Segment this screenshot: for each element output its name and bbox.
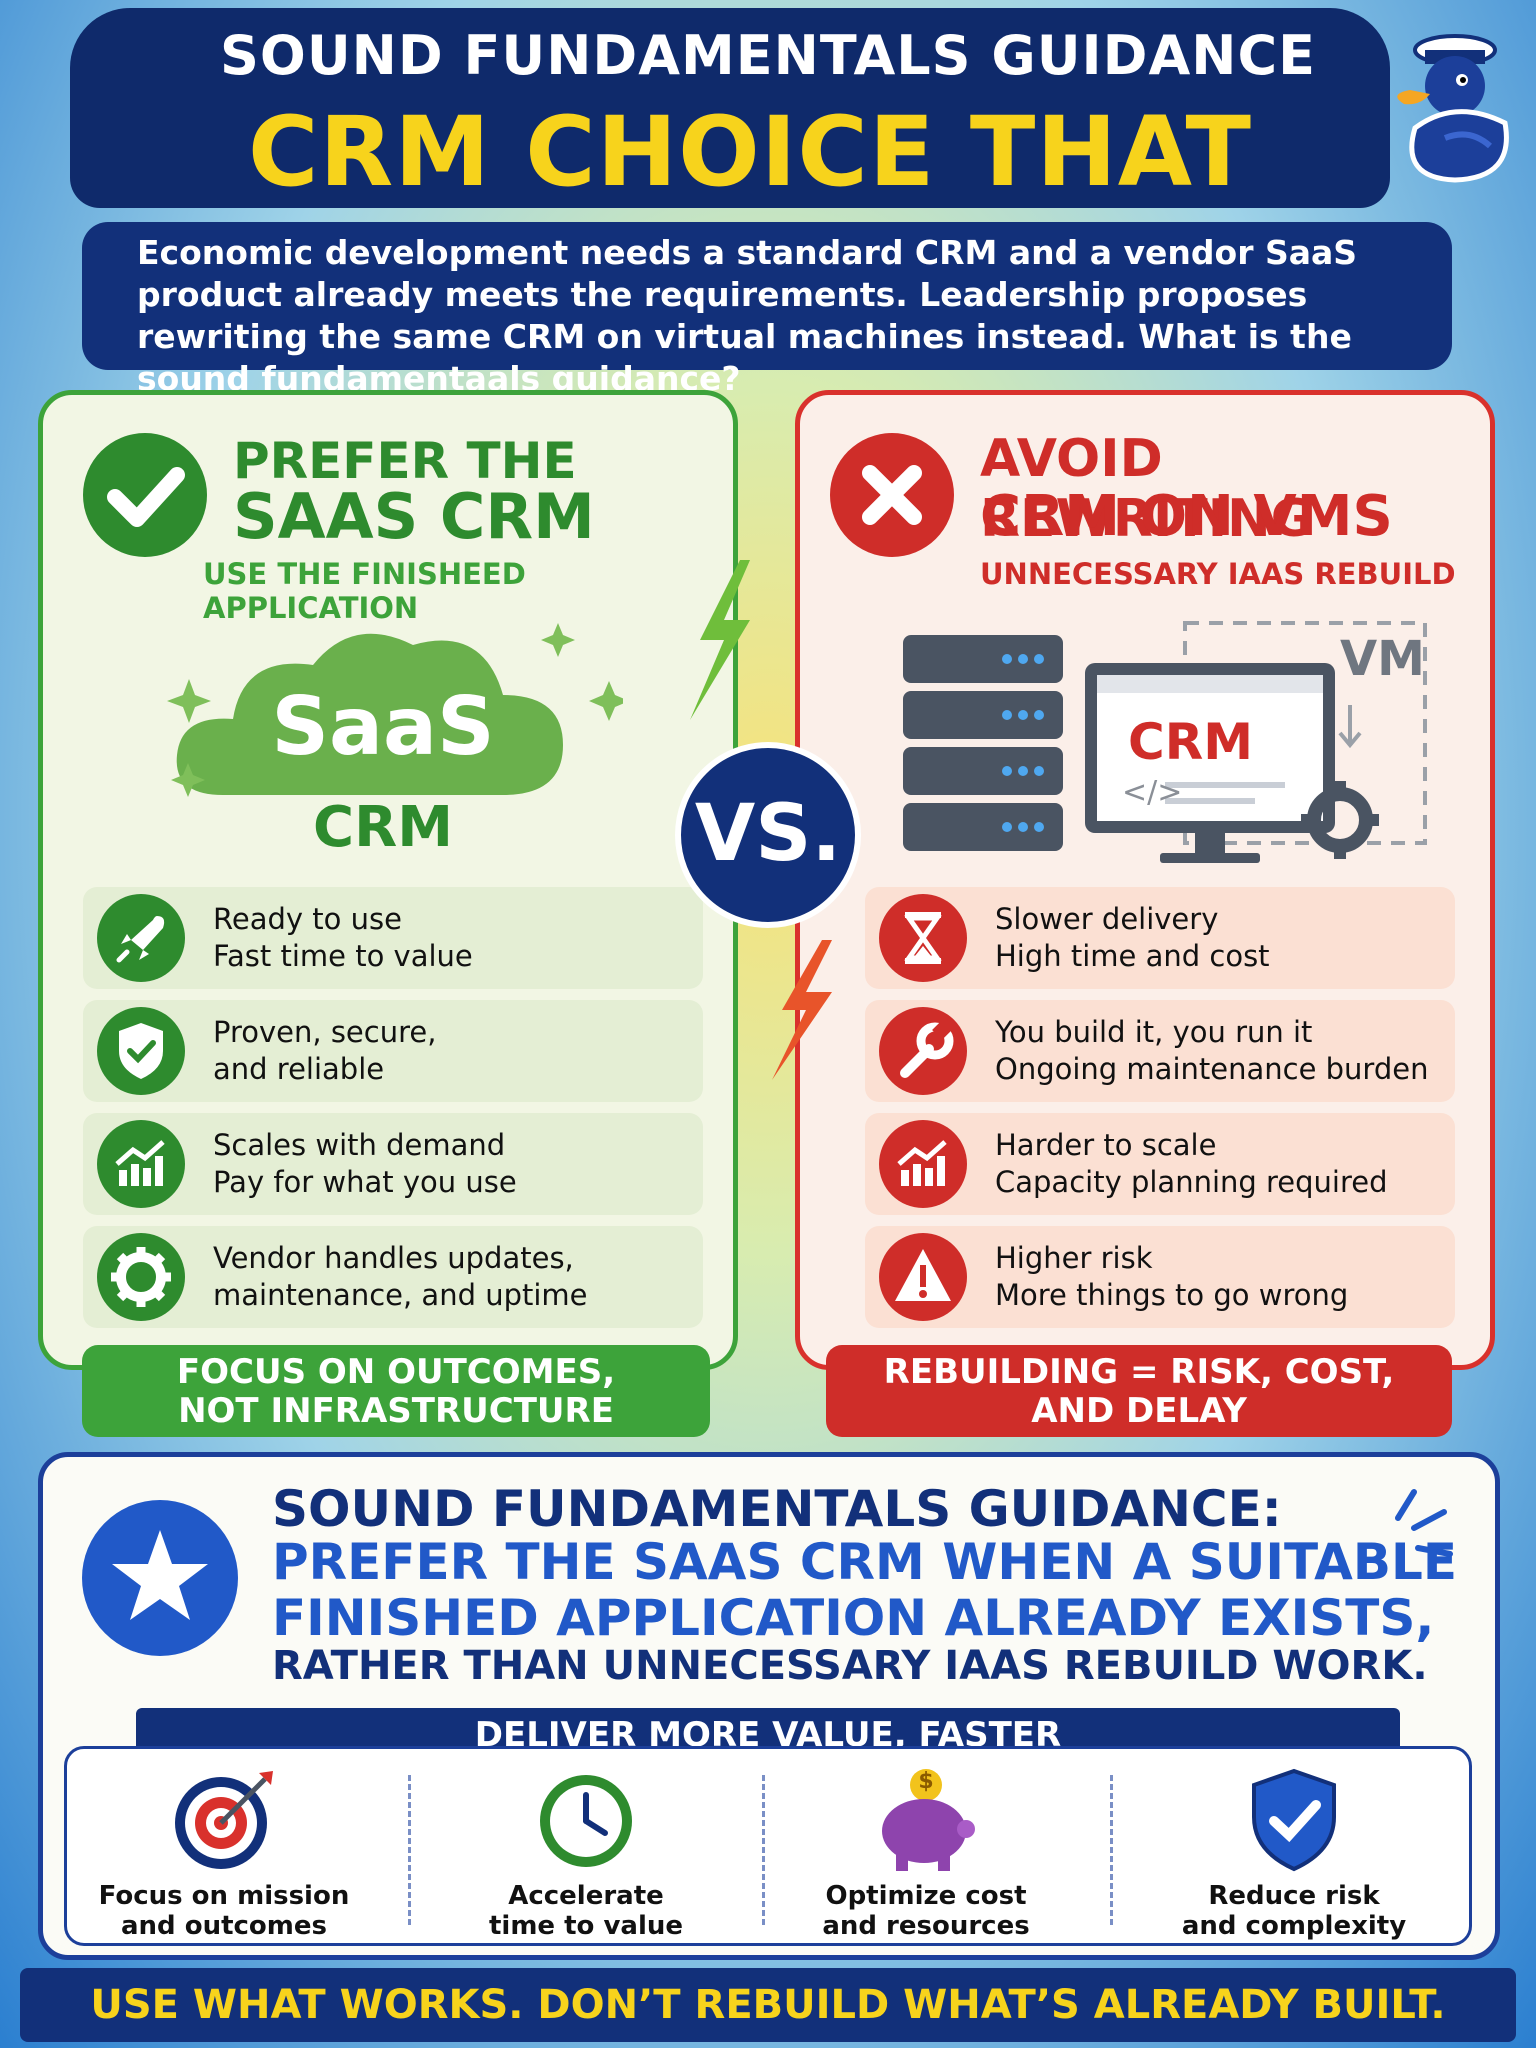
lightning-icon [772, 940, 832, 1080]
feature-line2: More things to go wrong [995, 1278, 1349, 1312]
value-line2: and outcomes [121, 1911, 327, 1941]
x-badge [830, 433, 954, 557]
feature-line1: Vendor handles updates, [213, 1241, 574, 1275]
value-line2: time to value [488, 1911, 683, 1941]
vm-label: VM [1340, 631, 1425, 687]
check-icon [107, 467, 185, 527]
feature-line2: Fast time to value [213, 939, 473, 973]
saas-banner-line2: NOT INFRASTRUCTURE [178, 1391, 614, 1431]
saas-feature-vendor: Vendor handles updates,maintenance, and … [83, 1226, 703, 1328]
divider [762, 1775, 765, 1925]
vm-heading-line1: AVOID REWRITING [980, 429, 1314, 549]
vm-banner-line2: AND DELAY [1031, 1391, 1247, 1431]
warning-icon [879, 1233, 967, 1321]
hourglass-icon [879, 894, 967, 982]
feature-line1: Harder to scale [995, 1128, 1217, 1162]
divider [1110, 1775, 1113, 1925]
guidance-line1: PREFER THE SAAS CRM WHEN A SUITABLE [272, 1533, 1457, 1591]
value-line2: and resources [822, 1911, 1030, 1941]
server-rack-icon [903, 635, 1063, 851]
saas-feature-secure: Proven, secure,and reliable [83, 1000, 703, 1102]
sparkle-lines-icon [1395, 1489, 1453, 1557]
value-card [64, 1746, 1472, 1946]
code-icon: </> [1122, 775, 1183, 810]
coin-symbol: $ [918, 1769, 934, 1794]
vm-subheading: UNNECESSARY IAAS REBUILD [980, 557, 1456, 591]
feature-line1: Proven, secure, [213, 1015, 437, 1049]
saas-banner: FOCUS ON OUTCOMES, NOT INFRASTRUCTURE [82, 1345, 710, 1437]
target-icon [175, 1771, 273, 1869]
rocket-icon [97, 894, 185, 982]
check-badge [83, 433, 207, 557]
header-band [70, 8, 1390, 208]
divider [408, 1775, 411, 1925]
saas-subheading: USE THE FINISHЕED APPLICATION [203, 557, 526, 625]
scenario-question: Economic development needs a standard CR… [82, 222, 1452, 398]
server-vm-illustration [903, 621, 1427, 863]
wrench-icon [879, 1007, 967, 1095]
growth-chart-icon [879, 1120, 967, 1208]
saas-banner-line1: FOCUS ON OUTCOMES, [176, 1352, 616, 1392]
feature-line2: and reliable [213, 1052, 385, 1086]
vm-banner: REBUILDING = RISK, COST, AND DELAY [826, 1345, 1452, 1437]
guidance-heading: SOUND FUNDAMENTALS GUIDANCE: [272, 1480, 1282, 1538]
value-line1: Optimize cost [825, 1881, 1027, 1911]
gear-icon [97, 1233, 185, 1321]
star-badge [82, 1500, 238, 1656]
close-icon [862, 465, 922, 525]
monitor-crm-label: CRM [1128, 713, 1253, 771]
feature-line2: Ongoing maintenance burden [995, 1052, 1429, 1086]
piggy-bank-icon [882, 1769, 975, 1871]
guidance-line2: FINISHED APPLICATION ALREADY EXISTS, [272, 1589, 1435, 1647]
versus-badge: VS. [675, 742, 861, 928]
value-line1: Accelerate [508, 1881, 664, 1911]
value-line1: Focus on mission [98, 1881, 350, 1911]
saas-heading-line1: PREFER THE [233, 432, 577, 490]
value-line1: Reduce risk [1208, 1881, 1380, 1911]
guidance-line3: RATHER THAN UNNECESSARY IAAS REBUILD WOR… [272, 1643, 1428, 1689]
feature-line2: Pay for what you use [213, 1165, 517, 1199]
value-line2: and complexity [1181, 1911, 1407, 1941]
lightning-icon [690, 560, 750, 720]
monitor-icon [1085, 663, 1335, 863]
footer-slogan: USE WHAT WORKS. DON’T REBUILD WHAT’S ALR… [20, 1968, 1516, 2042]
feature-line1: Ready to use [213, 902, 402, 936]
vm-banner-line1: REBUILDING = RISK, COST, [883, 1352, 1395, 1392]
clock-icon [540, 1775, 632, 1867]
saas-cloud-illustration [167, 623, 623, 797]
feature-line1: Scales with demand [213, 1128, 506, 1162]
sailor-duck-icon [1397, 34, 1509, 183]
gear-icon [1301, 781, 1379, 859]
vm-rebuild-panel: AVOID REWRITING CRM ON VMS UNNECESSARY I… [795, 390, 1495, 1370]
header-title-top: SOUND FUNDAMENTALS GUIDANCE [220, 24, 1316, 87]
shield-check-icon [97, 1007, 185, 1095]
growth-chart-icon [97, 1120, 185, 1208]
feature-line2: maintenance, and uptime [213, 1278, 588, 1312]
saas-panel: PREFER THE SAAS CRM USE THE FINISHЕED AP… [38, 390, 738, 1370]
saas-cloud-label: SaaS [271, 680, 495, 773]
feature-line2: Capacity planning required [995, 1165, 1388, 1199]
saas-heading-line2: SAAS CRM [233, 480, 595, 553]
feature-line1: Higher risk [995, 1241, 1153, 1275]
star-icon [112, 1530, 208, 1620]
feature-line2: High time and cost [995, 939, 1270, 973]
shield-check-icon [1252, 1768, 1336, 1872]
vm-heading-line2: CRM ON VMS [980, 484, 1393, 549]
feature-line1: You build it, you run it [995, 1015, 1313, 1049]
feature-line1: Slower delivery [995, 902, 1219, 936]
saas-cloud-sublabel: CRM [313, 795, 453, 860]
